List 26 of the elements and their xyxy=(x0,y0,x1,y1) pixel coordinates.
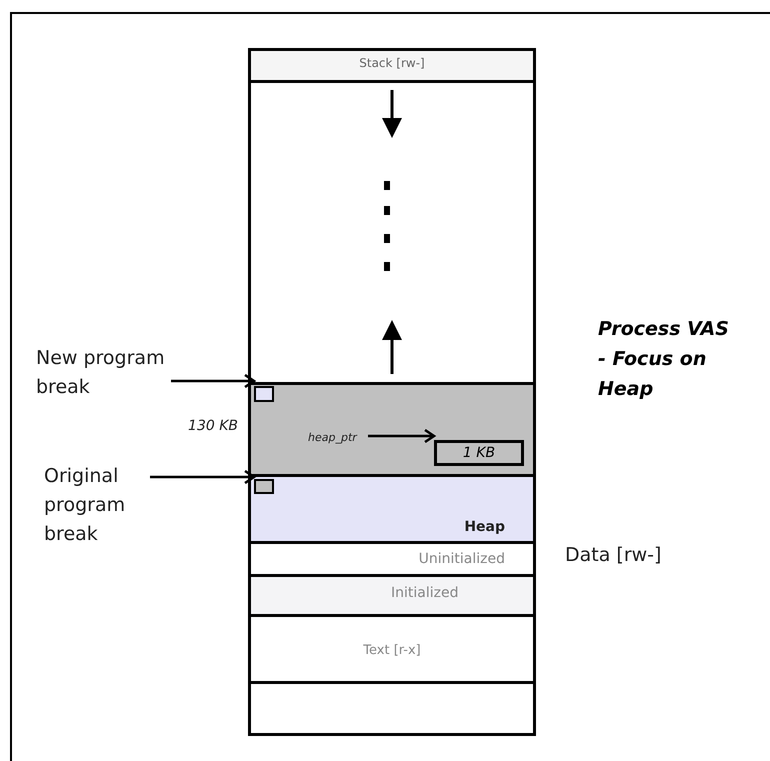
diagram-title: Process VAS - Focus on Heap xyxy=(598,317,730,402)
block-box xyxy=(434,440,524,466)
stack-segment xyxy=(248,48,536,83)
heap-growth-region xyxy=(248,382,536,477)
text-segment xyxy=(248,614,536,684)
segment-label: Initialized xyxy=(391,585,458,601)
break-marker xyxy=(254,386,274,402)
reserved-segment xyxy=(248,681,536,736)
size-label: 1 KB xyxy=(462,445,496,461)
bss-segment xyxy=(248,541,536,577)
heap-segment xyxy=(248,474,536,544)
segment-label: Text [r-x] xyxy=(362,643,422,658)
data-segment xyxy=(248,574,536,617)
segment-label: Heap xyxy=(464,519,505,535)
callout-text: Original program break xyxy=(44,464,126,547)
segment-label: Uninitialized xyxy=(418,551,505,567)
free-space-region xyxy=(248,80,536,385)
size-label: 130 KB xyxy=(188,418,238,434)
segment-label: Stack [rw-] xyxy=(358,56,426,70)
arrow xyxy=(368,428,436,444)
arrow xyxy=(171,374,256,388)
arrow xyxy=(150,470,256,484)
segment-group-label: Data [rw-] xyxy=(565,544,662,566)
break-marker xyxy=(254,479,274,494)
callout-text: New program break xyxy=(36,346,166,400)
pointer-label: heap_ptr xyxy=(308,431,357,444)
